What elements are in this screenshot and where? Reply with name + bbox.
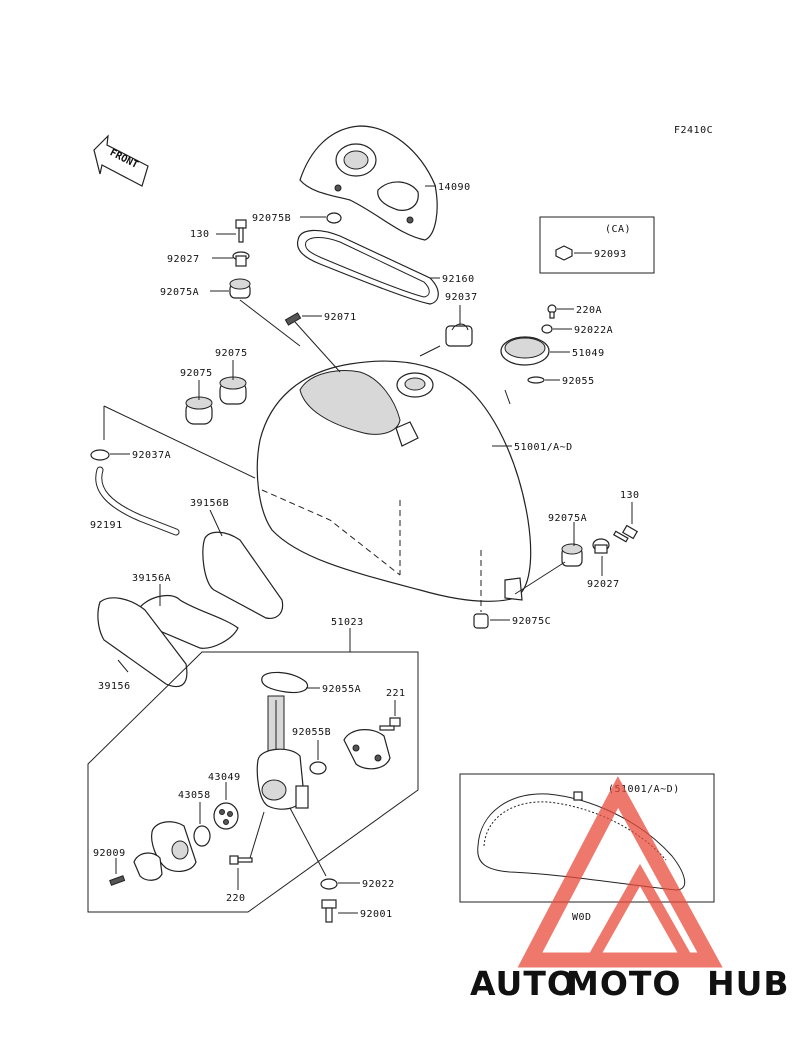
watermark-hub: HUB xyxy=(707,964,790,1003)
label-220: 220 xyxy=(226,893,246,904)
label-92075-right: 92075 xyxy=(215,348,248,359)
label-92160: 92160 xyxy=(442,274,475,285)
label-92009: 92009 xyxy=(93,848,126,859)
label-92075B: 92075B xyxy=(252,213,291,224)
meter-cover-14090 xyxy=(299,125,438,241)
collar-92027-right xyxy=(592,538,610,554)
label-51049: 51049 xyxy=(572,348,605,359)
bolt-130-upper xyxy=(235,219,247,243)
label-130-right: 130 xyxy=(620,490,640,501)
oring-92055A xyxy=(261,671,309,694)
ca-box: (CA) 92093 xyxy=(539,216,655,274)
ca-label: (CA) xyxy=(605,224,631,235)
collar-92027-upper xyxy=(232,251,250,267)
inset-part: W0D xyxy=(572,912,592,923)
gasket-92160 xyxy=(296,229,439,305)
label-92022: 92022 xyxy=(362,879,395,890)
pad-39156 xyxy=(97,597,188,688)
label-92027-upper: 92027 xyxy=(167,254,200,265)
clamp-92037 xyxy=(445,323,473,347)
front-arrow: FRONT xyxy=(93,134,149,187)
bolt-92071 xyxy=(284,312,302,326)
screw-220 xyxy=(229,855,253,865)
label-39156: 39156 xyxy=(98,681,131,692)
label-221: 221 xyxy=(386,688,406,699)
label-92075A-upper: 92075A xyxy=(160,287,199,298)
washer-92022A xyxy=(541,324,553,334)
damper-92075A-right xyxy=(561,543,583,567)
damper-92075-right xyxy=(219,376,247,405)
label-92027-right: 92027 xyxy=(587,579,620,590)
label-51023: 51023 xyxy=(331,617,364,628)
oring-92055B xyxy=(309,761,327,775)
screw-92009 xyxy=(109,875,126,886)
ca-part: 92093 xyxy=(594,249,627,260)
pad-39156B xyxy=(202,531,284,619)
watermark-logo xyxy=(517,776,723,968)
diaphragm-43049 xyxy=(213,802,239,830)
label-92055A: 92055A xyxy=(322,684,361,695)
label-92071: 92071 xyxy=(324,312,357,323)
fuel-tank-51001 xyxy=(256,360,532,602)
label-14090: 14090 xyxy=(438,182,471,193)
label-92075A-right: 92075A xyxy=(548,513,587,524)
assembly-box-51023 xyxy=(87,651,419,913)
damper-92075-left xyxy=(185,396,213,425)
label-220A: 220A xyxy=(576,305,602,316)
label-39156A: 39156A xyxy=(132,573,171,584)
damper-92075C xyxy=(473,613,489,629)
fuel-cock-body xyxy=(256,695,309,810)
clip-92037A xyxy=(90,449,110,461)
damper-92075A-upper xyxy=(229,278,251,299)
label-92001: 92001 xyxy=(360,909,393,920)
label-92037A: 92037A xyxy=(132,450,171,461)
bolt-130-right xyxy=(612,524,639,543)
cap-51049 xyxy=(500,336,550,366)
label-92037: 92037 xyxy=(445,292,478,303)
label-92055B: 92055B xyxy=(292,727,331,738)
inset-box: (51001/A~D) W0D xyxy=(459,773,715,923)
grommet-92075B xyxy=(326,212,342,224)
bolt-92001 xyxy=(321,899,337,923)
label-92075-left: 92075 xyxy=(180,368,213,379)
label-92191: 92191 xyxy=(90,520,123,531)
oring-43058 xyxy=(193,825,211,847)
label-43058: 43058 xyxy=(178,790,211,801)
label-92055: 92055 xyxy=(562,376,595,387)
inset-label: (51001/A~D) xyxy=(608,784,680,795)
oring-92055 xyxy=(527,376,545,384)
label-130-upper: 130 xyxy=(190,229,210,240)
washer-92022 xyxy=(320,878,338,890)
label-39156B: 39156B xyxy=(190,498,229,509)
label-43049: 43049 xyxy=(208,772,241,783)
label-92022A: 92022A xyxy=(574,325,613,336)
fuel-lever xyxy=(133,852,163,881)
diagram-code: F2410C xyxy=(674,125,713,136)
screw-221 xyxy=(379,717,401,731)
watermark-auto: AUTO xyxy=(470,964,576,1003)
label-51001: 51001/A~D xyxy=(514,442,573,453)
pad-39156A xyxy=(137,595,239,649)
cover-plate xyxy=(343,729,391,770)
watermark-moto: MOTO xyxy=(566,964,681,1003)
screw-220A xyxy=(547,304,557,319)
label-92075C: 92075C xyxy=(512,616,551,627)
